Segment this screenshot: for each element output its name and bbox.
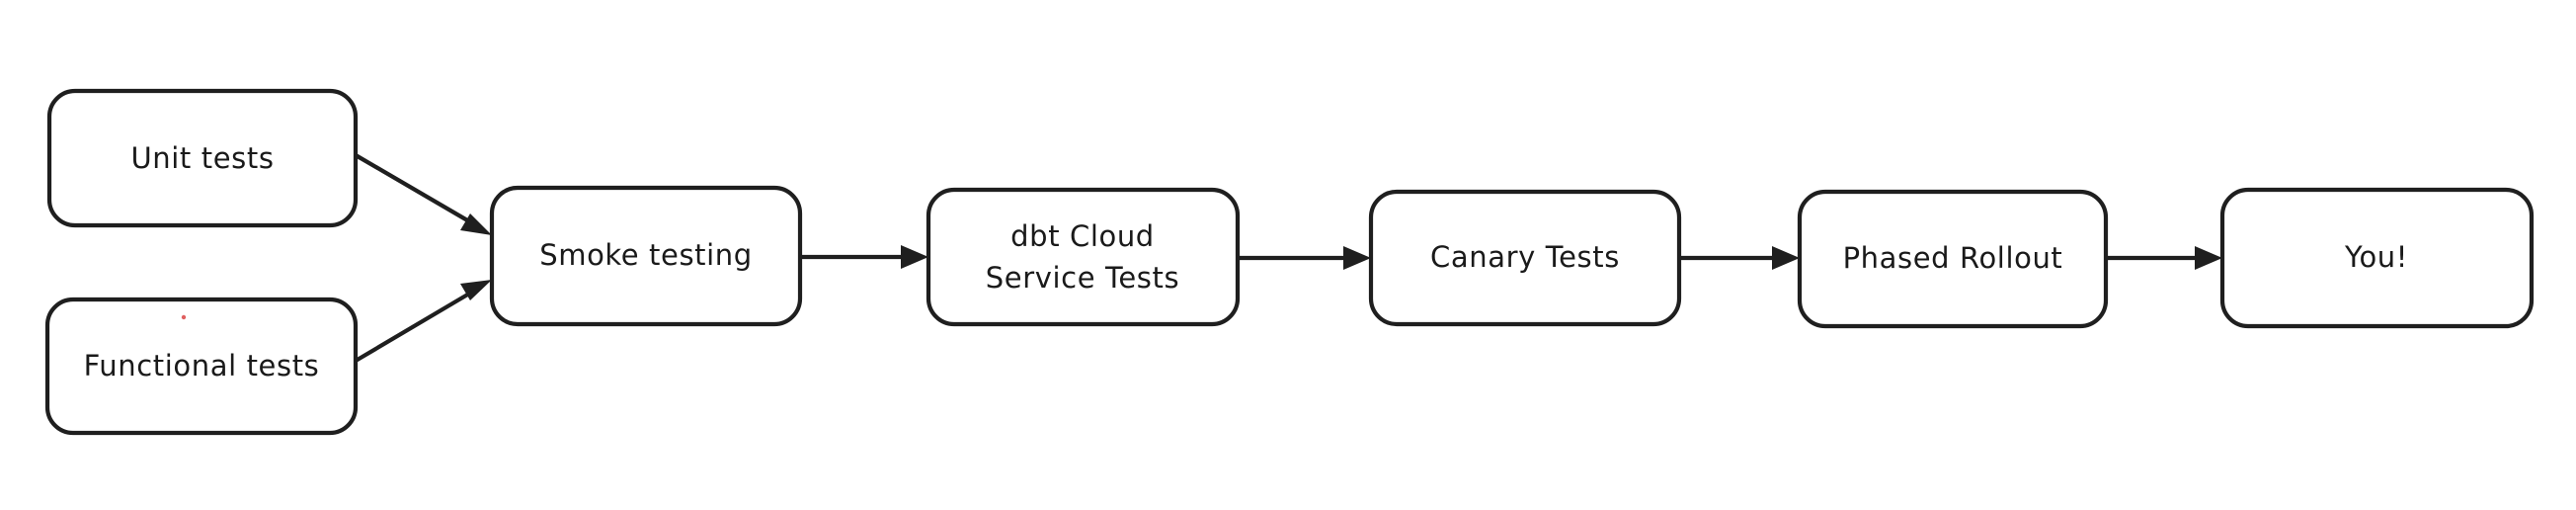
node-label-you: You! bbox=[2344, 240, 2408, 274]
node-you[interactable]: You! bbox=[2219, 187, 2535, 329]
node-shape-you[interactable] bbox=[2219, 187, 2535, 329]
node-label-unit-tests: Unit tests bbox=[130, 141, 274, 175]
stray-speck bbox=[181, 314, 187, 320]
edge-unit-tests-to-smoke-testing bbox=[354, 153, 492, 235]
node-shape-canary-tests[interactable] bbox=[1368, 189, 1682, 327]
node-shape-dbt-cloud-service-tests[interactable] bbox=[926, 187, 1241, 327]
arrowhead-icon bbox=[2195, 246, 2222, 270]
edge-functional-tests-to-smoke-testing bbox=[354, 280, 492, 363]
node-label-canary-tests: Canary Tests bbox=[1430, 240, 1620, 274]
node-dbt-cloud-service-tests[interactable]: dbt Cloud Service Tests bbox=[926, 187, 1241, 327]
node-shape-unit-tests[interactable] bbox=[46, 88, 359, 228]
arrowhead-icon bbox=[901, 245, 928, 269]
edge-phased-rollout-to-you bbox=[2106, 246, 2222, 270]
edge-line bbox=[354, 153, 483, 230]
node-shape-functional-tests[interactable] bbox=[44, 297, 359, 436]
edge-dbt-cloud-service-tests-to-canary-tests bbox=[1238, 246, 1371, 270]
node-canary-tests[interactable]: Canary Tests bbox=[1368, 189, 1682, 327]
node-smoke-testing[interactable]: Smoke testing bbox=[489, 185, 803, 327]
node-label-dbt-cloud-line-2: Service Tests bbox=[986, 261, 1179, 295]
arrowhead-icon bbox=[1772, 246, 1800, 270]
node-label-smoke-testing: Smoke testing bbox=[539, 238, 753, 272]
arrowhead-icon bbox=[460, 213, 492, 235]
node-shape-phased-rollout[interactable] bbox=[1797, 189, 2109, 329]
edge-canary-tests-to-phased-rollout bbox=[1679, 246, 1800, 270]
node-functional-tests[interactable]: Functional tests bbox=[44, 297, 359, 436]
node-unit-tests[interactable]: Unit tests bbox=[46, 88, 359, 228]
edge-line bbox=[354, 285, 483, 363]
node-label-dbt-cloud-line-1: dbt Cloud bbox=[1010, 219, 1155, 253]
arrowhead-icon bbox=[460, 280, 492, 300]
node-phased-rollout[interactable]: Phased Rollout bbox=[1797, 189, 2109, 329]
node-label-functional-tests: Functional tests bbox=[84, 349, 320, 382]
node-shape-smoke-testing[interactable] bbox=[489, 185, 803, 327]
edge-smoke-testing-to-dbt-cloud-service-tests bbox=[800, 245, 928, 269]
arrowhead-icon bbox=[1343, 246, 1371, 270]
node-label-phased-rollout: Phased Rollout bbox=[1843, 241, 2063, 275]
